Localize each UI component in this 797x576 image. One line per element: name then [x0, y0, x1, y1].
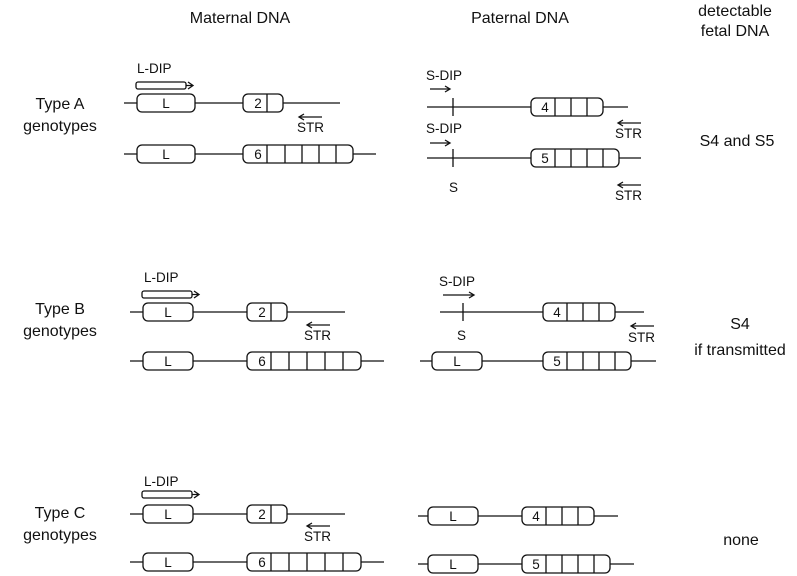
str-primer-arrow: [305, 321, 330, 329]
str-repeat-block: [542, 302, 616, 322]
type-c-genotypes-label: genotypes: [23, 527, 97, 544]
repeat-count-label: 2: [254, 96, 262, 111]
l-dip-primer-bar: [141, 290, 193, 299]
str-repeat-block: [521, 554, 611, 574]
str-primer-arrow: [297, 113, 322, 121]
l-allele-label: L: [164, 305, 172, 320]
repeat-count-label: 6: [258, 555, 266, 570]
str-label: STR: [628, 330, 655, 345]
detectable-header-line2: fetal DNA: [701, 23, 770, 40]
l-dip-arrowhead: [192, 490, 201, 499]
type-c-paternal-allele-1: L 4: [418, 506, 618, 526]
type-b-result-line2: if transmitted: [694, 342, 786, 359]
l-allele-box: [142, 351, 194, 371]
type-b-paternal-allele-2: L 5: [420, 351, 656, 371]
l-dip-label: L-DIP: [144, 474, 179, 489]
str-repeat-block: [521, 506, 595, 526]
s-allele-label: S: [449, 180, 458, 195]
type-b-label: Type B: [35, 301, 85, 318]
l-allele-label: L: [164, 507, 172, 522]
type-b-paternal-allele-1: S-DIP S 4 STR: [439, 274, 655, 345]
type-c-result: none: [723, 532, 759, 549]
str-primer-arrow: [629, 322, 654, 330]
repeat-count-label: 2: [258, 305, 266, 320]
repeat-count-label: 5: [541, 151, 549, 166]
str-repeat-block: [530, 148, 620, 168]
str-repeat-block: [242, 144, 354, 164]
str-label: STR: [304, 529, 331, 544]
l-allele-label: L: [162, 147, 170, 162]
str-repeat-block: [242, 93, 284, 113]
type-c-paternal-allele-2: L 5: [418, 554, 634, 574]
l-allele-label: L: [449, 509, 457, 524]
type-a-paternal-allele-2: S-DIP S 5 STR: [426, 121, 642, 203]
l-allele-label: L: [162, 96, 170, 111]
l-dip-arrowhead: [192, 290, 201, 299]
str-repeat-block: [246, 302, 288, 322]
str-repeat-block: [246, 351, 362, 371]
l-allele-box: [142, 302, 194, 322]
str-primer-arrow: [305, 522, 330, 530]
type-a-maternal-allele-2: L 6: [124, 144, 376, 164]
repeat-count-label: 6: [254, 147, 262, 162]
type-c-label: Type C: [35, 505, 86, 522]
s-dip-primer-arrow: [430, 139, 452, 147]
str-label: STR: [615, 188, 642, 203]
str-repeat-block: [530, 97, 604, 117]
l-allele-label: L: [164, 354, 172, 369]
l-allele-label: L: [449, 557, 457, 572]
type-a-paternal-allele-1: S-DIP 4 STR: [426, 68, 642, 141]
type-b-result-line1: S4: [730, 316, 750, 333]
repeat-count-label: 2: [258, 507, 266, 522]
repeat-count-label: 5: [553, 354, 561, 369]
l-allele-box: [427, 554, 479, 574]
str-primer-arrow: [616, 181, 641, 189]
type-a-genotypes-label: genotypes: [23, 118, 97, 135]
repeat-count-label: 4: [553, 305, 561, 320]
paternal-dna-header: Paternal DNA: [471, 10, 569, 27]
s-dip-primer-arrow: [443, 291, 476, 299]
type-b-maternal-allele-1: L-DIP L 2 STR: [130, 270, 345, 343]
repeat-count-label: 4: [532, 509, 540, 524]
type-a-maternal-allele-1: L-DIP L 2 STR: [124, 61, 340, 135]
str-label: STR: [304, 328, 331, 343]
maternal-dna-header: Maternal DNA: [190, 10, 291, 27]
s-allele-label: S: [457, 328, 466, 343]
type-b-genotypes-label: genotypes: [23, 323, 97, 340]
l-allele-label: L: [453, 354, 461, 369]
l-dip-label: L-DIP: [137, 61, 172, 76]
l-allele-label: L: [164, 555, 172, 570]
s-dip-label: S-DIP: [426, 121, 462, 136]
str-repeat-block: [542, 351, 632, 371]
str-repeat-block: [246, 504, 288, 524]
str-label: STR: [297, 120, 324, 135]
l-allele-box: [136, 144, 196, 164]
repeat-count-label: 6: [258, 354, 266, 369]
str-repeat-block: [246, 552, 362, 572]
l-allele-box: [142, 552, 194, 572]
type-a-label: Type A: [36, 96, 85, 113]
detectable-header-line1: detectable: [698, 3, 772, 20]
s-dip-label: S-DIP: [426, 68, 462, 83]
str-primer-arrow: [616, 119, 641, 127]
l-dip-primer-bar: [141, 490, 193, 499]
type-c-maternal-allele-1: L-DIP L 2 STR: [130, 474, 345, 544]
str-label: STR: [615, 126, 642, 141]
repeat-count-label: 5: [532, 557, 540, 572]
l-dip-primer-bar: [135, 81, 187, 90]
l-allele-box: [427, 506, 479, 526]
l-allele-box: [431, 351, 483, 371]
repeat-count-label: 4: [541, 100, 549, 115]
l-dip-label: L-DIP: [144, 270, 179, 285]
s-dip-primer-arrow: [430, 85, 452, 93]
type-c-maternal-allele-2: L 6: [130, 552, 384, 572]
type-a-result: S4 and S5: [700, 133, 775, 150]
l-dip-arrowhead: [186, 81, 195, 90]
l-allele-box: [142, 504, 194, 524]
type-b-maternal-allele-2: L 6: [130, 351, 384, 371]
l-allele-box: [136, 93, 196, 113]
s-dip-label: S-DIP: [439, 274, 475, 289]
